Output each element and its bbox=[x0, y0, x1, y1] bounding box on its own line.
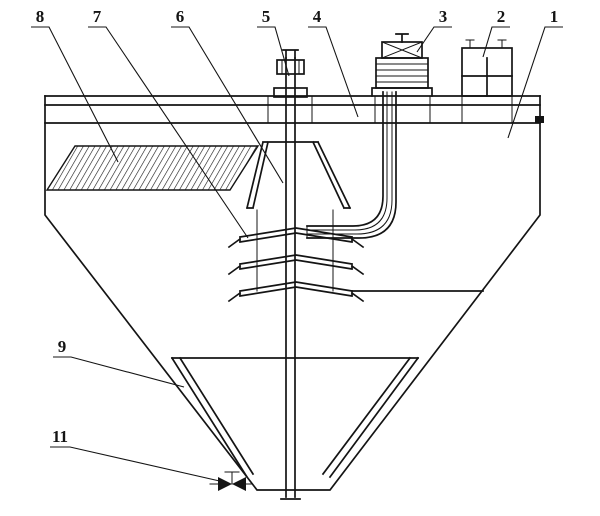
callout-9: 9 bbox=[58, 337, 67, 356]
callout-6: 6 bbox=[176, 7, 185, 26]
drive-assembly bbox=[371, 33, 433, 97]
pipe-outer-wall-left bbox=[306, 91, 384, 227]
callout-labels: 8 7 6 5 4 3 2 1 9 11 bbox=[36, 7, 559, 446]
shaft-top-stub bbox=[282, 49, 299, 59]
leader-line-1 bbox=[507, 26, 563, 139]
callout-8: 8 bbox=[36, 7, 45, 26]
hatched-plate bbox=[45, 145, 260, 191]
drive-fins bbox=[375, 63, 429, 83]
leader-line-6 bbox=[171, 26, 284, 184]
leader-line-4 bbox=[308, 26, 359, 118]
callout-11: 11 bbox=[52, 427, 68, 446]
tank-outline bbox=[44, 95, 541, 491]
leader-line-3 bbox=[416, 26, 452, 53]
shaft-collar bbox=[273, 87, 308, 98]
pipe-outer-wall-right bbox=[306, 91, 397, 239]
callout-5: 5 bbox=[262, 7, 271, 26]
tank-shell bbox=[44, 95, 544, 491]
valve-stem bbox=[224, 471, 240, 485]
plate-3 bbox=[227, 281, 365, 303]
plate-2 bbox=[227, 254, 365, 276]
deflector-plates bbox=[227, 209, 365, 303]
plate-1 bbox=[227, 227, 365, 249]
shaft-lines bbox=[285, 57, 296, 498]
callout-2: 2 bbox=[497, 7, 506, 26]
leader-line-11 bbox=[50, 446, 225, 483]
gland-bolts bbox=[281, 59, 300, 75]
leader-line-7 bbox=[88, 26, 249, 239]
leader-line-5 bbox=[257, 26, 290, 77]
tank-rim-lines bbox=[44, 95, 541, 124]
control-box bbox=[461, 39, 513, 97]
drive-base bbox=[371, 87, 433, 97]
feed-pipe bbox=[306, 91, 397, 239]
pipe-inner-wall-left bbox=[306, 91, 388, 231]
control-box-top-ticks bbox=[465, 39, 507, 49]
overflow-nozzle bbox=[535, 116, 544, 123]
feedwell-cone bbox=[245, 140, 352, 210]
cage-verticals bbox=[256, 209, 334, 292]
inner-cone bbox=[170, 356, 420, 479]
shaft-gland bbox=[276, 59, 305, 75]
drive-stem bbox=[395, 33, 409, 43]
rim-ticks bbox=[267, 95, 513, 124]
inner-cone-walls bbox=[170, 356, 420, 479]
callout-3: 3 bbox=[439, 7, 448, 26]
callout-1: 1 bbox=[550, 7, 559, 26]
center-shaft bbox=[273, 49, 308, 500]
discharge-valve bbox=[209, 471, 253, 491]
pipe-inner-wall-right bbox=[306, 91, 393, 235]
leader-lines bbox=[31, 26, 563, 483]
control-box-cross bbox=[461, 57, 513, 97]
drive-cross-brace bbox=[381, 41, 423, 59]
callout-4: 4 bbox=[313, 7, 322, 26]
leader-line-9 bbox=[53, 356, 185, 388]
callout-7: 7 bbox=[93, 7, 102, 26]
feedwell-walls bbox=[245, 140, 352, 210]
leader-line-8 bbox=[31, 26, 119, 163]
leader-line-2 bbox=[482, 26, 510, 58]
inclined-plate-region bbox=[45, 145, 260, 191]
drive-fin-housing bbox=[375, 57, 429, 89]
